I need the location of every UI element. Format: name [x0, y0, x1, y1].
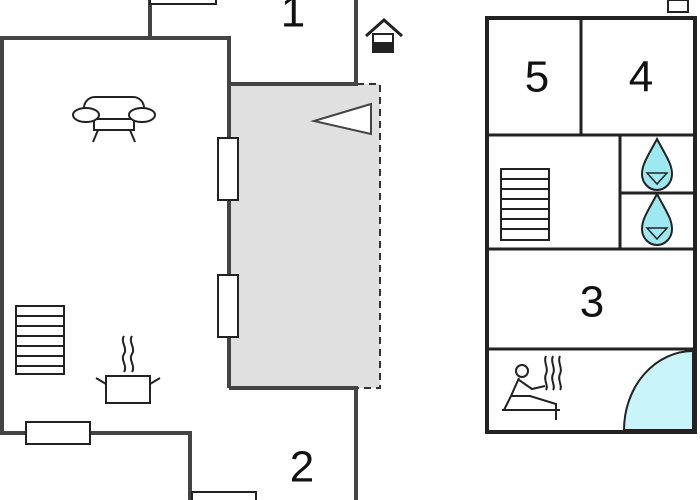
- water-drop-icon: [640, 136, 674, 192]
- stairs-icon: [15, 305, 65, 375]
- room-number-3: 3: [580, 278, 604, 327]
- stairs-icon: [500, 168, 550, 241]
- window-bottom: [25, 421, 91, 445]
- window-room-2: [191, 491, 257, 500]
- house-entrance-icon: [365, 17, 403, 53]
- terrace: [229, 83, 381, 389]
- room-number-4: 4: [629, 53, 653, 102]
- room-number-2: 2: [290, 443, 314, 492]
- room-1-walls: [148, 0, 358, 86]
- shower-icon: [622, 349, 694, 431]
- cooking-pot-icon: [95, 335, 161, 404]
- water-drop-icon: [640, 191, 674, 247]
- room-number-1: 1: [281, 0, 305, 37]
- sauna-icon: [502, 355, 562, 420]
- living-area-walls: [0, 36, 358, 500]
- window-upper-top: [667, 0, 689, 13]
- window-terrace-upper: [217, 137, 239, 201]
- view-direction-icon: [310, 102, 372, 136]
- window-terrace-lower: [217, 274, 239, 338]
- window-top: [149, 0, 217, 5]
- room-number-5: 5: [525, 53, 549, 102]
- sofa-icon: [72, 96, 156, 143]
